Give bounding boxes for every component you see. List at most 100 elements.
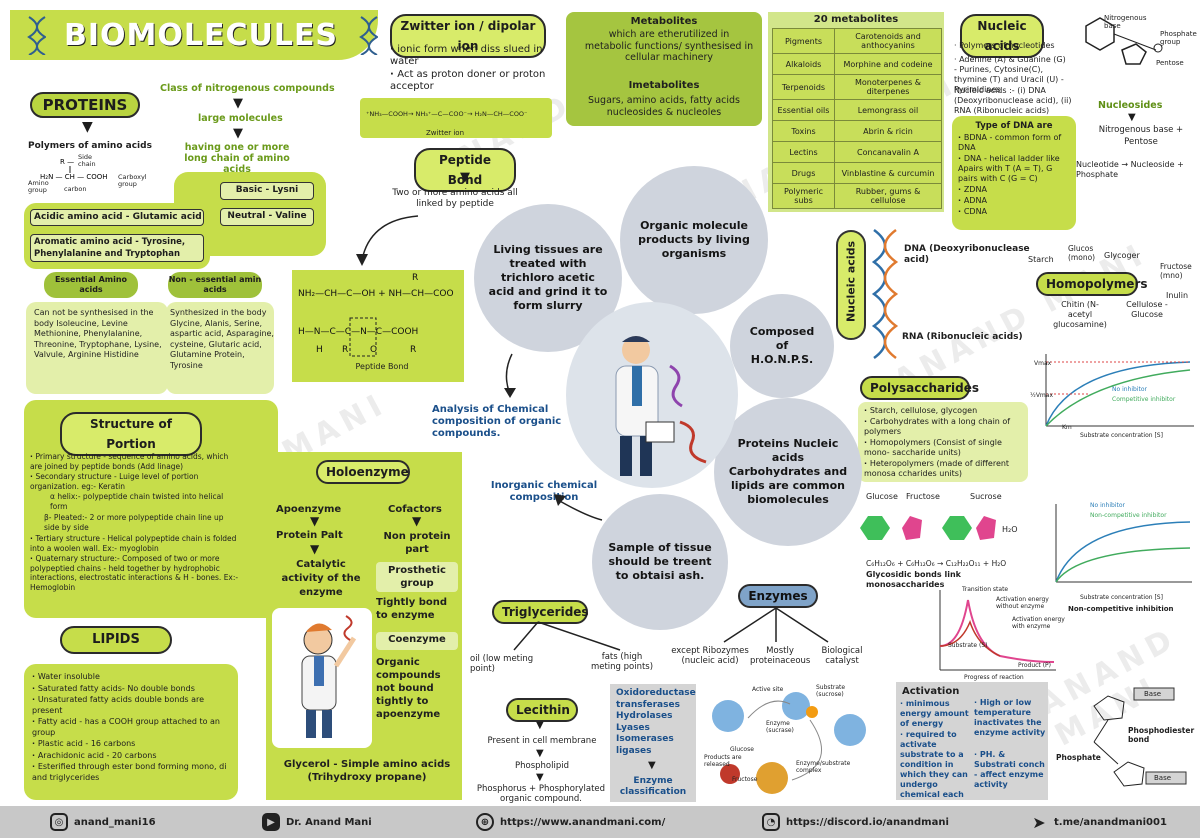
instagram-icon: ◎ bbox=[50, 813, 68, 831]
activation-header: Activation bbox=[902, 686, 960, 697]
peptide-diagram: NH₂—CH—C—OH + NH—CH—COO H—N—C—C—N—C—COOH… bbox=[292, 270, 464, 382]
phosphodiester-label: Phosphodiester bond bbox=[1128, 726, 1195, 744]
circle-honps: Composed of H.O.N.P.S. bbox=[730, 294, 834, 398]
g1-comp: Competitive inhibitor bbox=[1112, 396, 1176, 403]
polymers-text: Polymers of amino acids bbox=[28, 141, 152, 151]
circle-common: Proteins Nucleic acids Carbohydrates and… bbox=[714, 398, 862, 546]
diag-pent-label: Pentose bbox=[1156, 59, 1184, 67]
svg-text:H₂N — CH — COOH: H₂N — CH — COOH bbox=[40, 173, 108, 181]
diag-prod-label: Products are released bbox=[704, 754, 742, 768]
peptide-structure: NH₂—CH—C—OH + NH—CH—COO H—N—C—C—N—C—COOH… bbox=[298, 273, 454, 357]
footer-yt-text: Dr. Anand Mani bbox=[286, 816, 372, 828]
peptide-bond-label: Peptide Bond bbox=[355, 362, 409, 371]
lecithin-header: Lecithin bbox=[506, 698, 578, 722]
acidic-box: Acidic amino acid - Glutamic acid bbox=[30, 209, 204, 226]
arrow-down-icon: ▼ bbox=[233, 126, 243, 141]
class-nitro-text: Class of nitrogenous compounds bbox=[160, 83, 335, 94]
nucleic-b1-text: Polymers of nucleotides bbox=[959, 41, 1055, 50]
globe-icon: ⊕ bbox=[476, 813, 494, 831]
carbon-label: carbon bbox=[64, 185, 87, 193]
arrow-down-icon: ▼ bbox=[536, 748, 544, 759]
prosthetic-desc: Tightly bond to enzyme bbox=[376, 597, 448, 621]
svg-text:R —: R — bbox=[60, 158, 74, 166]
lipids-header: LIPIDS bbox=[60, 626, 172, 654]
arrow-down-icon: ▼ bbox=[82, 119, 93, 135]
page-title: BIOMOLECULES bbox=[63, 17, 339, 53]
footer-web-text: https://www.anandmani.com/ bbox=[500, 816, 666, 828]
table-cell-type: Alkaloids bbox=[772, 53, 835, 75]
arrow-down-icon: ▼ bbox=[536, 772, 544, 783]
nucleic-vertical-panel bbox=[836, 230, 866, 340]
enzyme-class-item: Isomerases bbox=[616, 734, 674, 744]
g3-sub: Substrate (S) bbox=[948, 642, 988, 649]
catalytic-text: Catalytic activity of the enzyme bbox=[281, 559, 361, 598]
table-cell-type: Toxins bbox=[772, 120, 835, 142]
glycosidic-text: Glycosidic bonds link monosaccharides bbox=[866, 570, 961, 589]
dna-type-item: ADNA bbox=[958, 196, 1072, 206]
discord-icon: ◔ bbox=[762, 813, 780, 831]
structure-item: Primary structure - sequence of amino ac… bbox=[30, 452, 242, 471]
arrow-left-icon bbox=[554, 494, 603, 521]
g1-half: ½Vmax bbox=[1030, 392, 1053, 399]
poly-item: Homopolymers (Consist of single mono- sa… bbox=[864, 438, 1024, 458]
g1-vmax: Vmax bbox=[1034, 360, 1052, 367]
footer-telegram[interactable]: ➤t.me/anandmani001 bbox=[1030, 813, 1167, 832]
large-mol-text: large molecules bbox=[198, 113, 283, 124]
fructose-label: Fructose (mno) bbox=[1160, 262, 1192, 280]
noncompetitive-graph bbox=[1055, 504, 1192, 583]
table20-header: 20 metabolites bbox=[813, 14, 899, 25]
glycoger-label: Glycoger bbox=[1104, 251, 1140, 260]
svg-text:H—N—C—C—N—C—COOH: H—N—C—C—N—C—COOH bbox=[298, 327, 418, 337]
nucleic-b3: Nucleic acids :- (i) DNA (Deoxyribonucle… bbox=[954, 86, 1072, 115]
title-banner: BIOMOLECULES bbox=[10, 10, 378, 60]
nucleic-b1: · Polymers of nucleotides bbox=[954, 41, 1055, 50]
table-cell-example: Rubber, gums & cellulose bbox=[834, 183, 942, 209]
circle-ash: Sample of tissue should be treent to obt… bbox=[592, 494, 728, 630]
poly-item: Starch, cellulose, glycogen bbox=[864, 406, 1024, 416]
circle-organic: Organic molecule products by living orga… bbox=[620, 166, 768, 314]
essential-panel bbox=[26, 302, 168, 394]
structure-item: Quaternary structure:- Composed of two o… bbox=[30, 554, 242, 592]
footer-website[interactable]: ⊕ https://www.anandmani.com/ bbox=[476, 813, 665, 831]
enzyme-except: except Ribozymes (nucleic acid) bbox=[671, 646, 749, 666]
triglycerides-lines bbox=[513, 621, 621, 651]
footer-youtube[interactable]: ▶Dr. Anand Mani bbox=[262, 813, 372, 831]
svg-text:R: R bbox=[412, 273, 418, 283]
diag-enz-label: Enzyme (sucrase) bbox=[766, 720, 794, 734]
zwitter-item: ionic form when diss slued in water bbox=[390, 44, 560, 68]
formula-text: C₆H₁₂O₆ + C₆H₁₂O₆ → C₁₂H₂₂O₁₁ + H₂O bbox=[866, 559, 1007, 568]
dna-type-item: BDNA - common form of DNA bbox=[958, 133, 1072, 153]
glycerol-text: Glycerol - Simple amino acids (Trihydrox… bbox=[283, 759, 451, 783]
lecithin-cell: Present in cell membrane bbox=[487, 736, 597, 746]
table-cell-type: Polymeric subs bbox=[772, 183, 835, 209]
apoenzyme-text: Apoenzyme bbox=[276, 504, 342, 515]
table-cell-example: Abrin & ricin bbox=[834, 120, 942, 142]
g1-x: Substrate concentration [S] bbox=[1080, 432, 1163, 439]
nonessential-header: Non - essential amin acids bbox=[168, 272, 262, 298]
chitin-label: Chitin (N- acetyl glucosamine) bbox=[1053, 300, 1107, 329]
lipid-item: Plastic acid - 16 carbons bbox=[32, 739, 232, 750]
rna-label: RNA (Ribonucleic acids) bbox=[902, 332, 1023, 342]
inorganic-text: Inorganic chemical composition bbox=[490, 480, 598, 503]
zwitter-list: ionic form when diss slued in water Act … bbox=[390, 44, 560, 94]
footer-insta-text: anand_mani16 bbox=[74, 816, 156, 828]
coenzyme-desc: Organic compounds not bound tightly to a… bbox=[376, 657, 441, 720]
arrow-down-icon: ▼ bbox=[412, 514, 422, 528]
metabolites-t1: which are etherutilized in metabolic fun… bbox=[584, 29, 754, 63]
scientist-dna-icon bbox=[615, 336, 707, 476]
nonprotein-text: Non protein part bbox=[383, 531, 451, 555]
holoenzyme-header: Holoenzyme bbox=[316, 460, 410, 484]
activation-item: minimous energy amount of energy bbox=[900, 699, 974, 729]
glucos-label: Glucos (mono) bbox=[1068, 244, 1096, 262]
sucrose-label: Sucrose bbox=[970, 492, 1002, 501]
fructose-label: Fructose bbox=[906, 492, 940, 501]
footer-discord[interactable]: ◔https://discord.io/anandmani bbox=[762, 813, 949, 831]
footer-instagram[interactable]: ◎ anand_mani16 bbox=[50, 813, 156, 831]
oil-text: oil (low meting point) bbox=[470, 654, 534, 674]
aromatic-box: Aromatic amino acid - Tyrosine, Phenylal… bbox=[30, 234, 204, 262]
dna-type-item: CDNA bbox=[958, 207, 1072, 217]
dna-types-list: BDNA - common form of DNA DNA - helical … bbox=[958, 133, 1072, 218]
